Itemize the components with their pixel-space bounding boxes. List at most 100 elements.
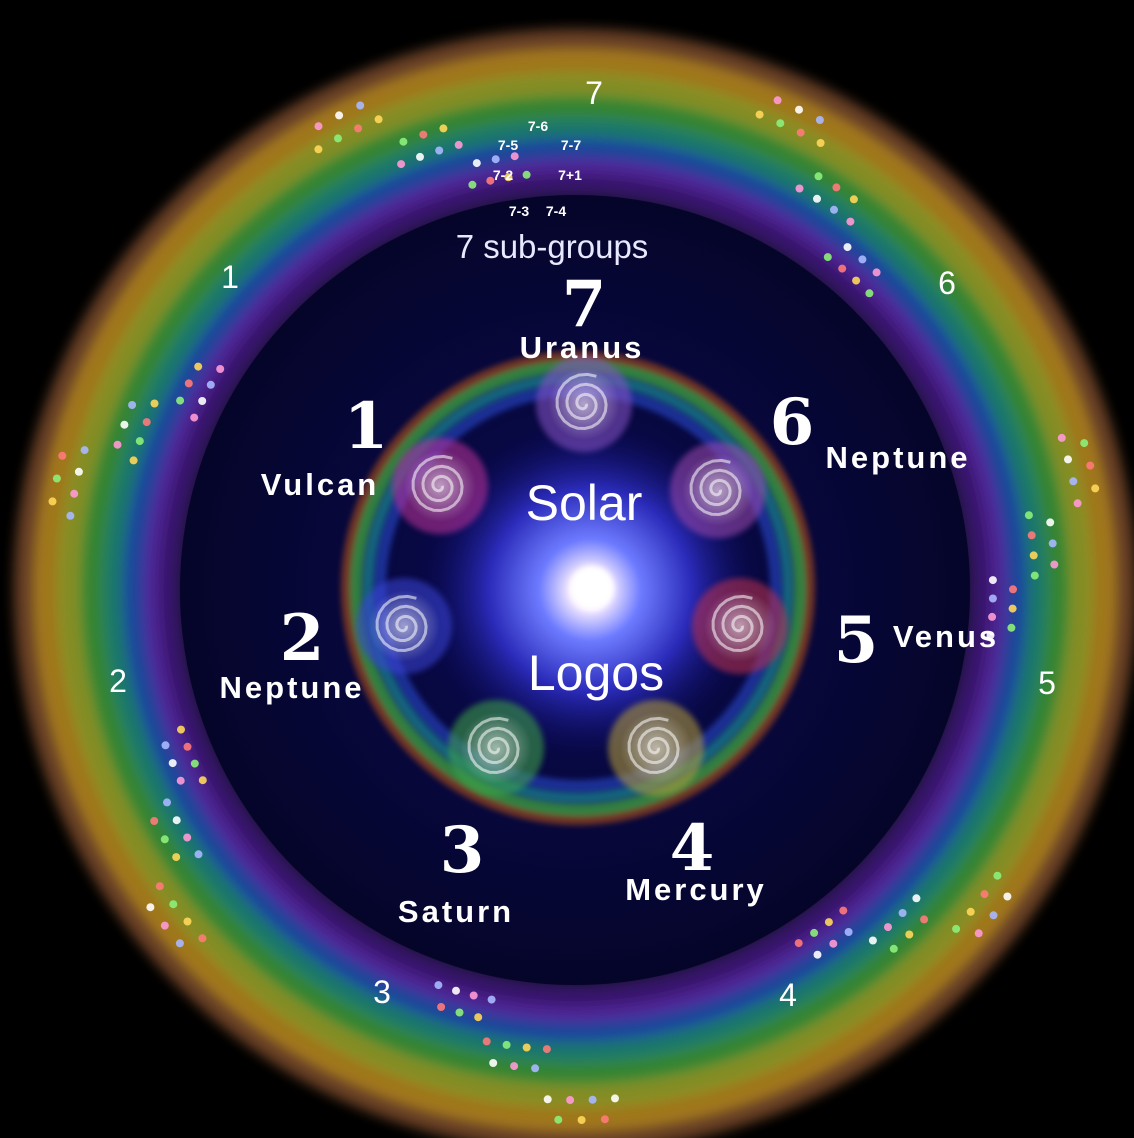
sub-group-dot xyxy=(1029,551,1038,560)
sub-group-dot xyxy=(980,890,989,899)
sub-group-dot xyxy=(216,365,225,373)
sub-group-dot xyxy=(80,446,89,455)
ray-spirals xyxy=(356,356,788,796)
sub-group-dot xyxy=(66,511,75,520)
sub-group-dot xyxy=(198,397,207,405)
sub-group-dot xyxy=(912,894,921,903)
sub-group-dot xyxy=(832,183,841,192)
sub-group-dot xyxy=(48,497,57,506)
ray-planet-1: Vulcan xyxy=(261,467,380,502)
central-star-icon xyxy=(570,566,614,610)
sub-group-dot xyxy=(455,1008,464,1017)
ray-number-5: 5 xyxy=(834,603,879,678)
sub-group-dot xyxy=(454,140,463,149)
sub-group-dot xyxy=(160,835,169,844)
sub-group-dot xyxy=(1003,892,1012,901)
rainbow-ring xyxy=(102,117,1048,1063)
sub-group-dot xyxy=(814,172,823,181)
sub-group-dot xyxy=(543,1095,552,1104)
outer-number-2: 2 xyxy=(109,663,127,699)
sub-group-dot-clusters xyxy=(48,96,1100,1124)
sub-group-dot xyxy=(849,195,858,204)
sub-group-dot xyxy=(160,921,169,930)
sub-group-dot xyxy=(487,995,496,1004)
center-label-logos: Logos xyxy=(528,645,664,701)
sub-group-dot xyxy=(502,1040,511,1049)
sub-group-dot xyxy=(439,124,448,133)
sub-group-dot xyxy=(129,456,138,465)
sub-group-dot xyxy=(356,101,365,110)
sub-group-dot xyxy=(491,155,500,164)
sub-group-dot xyxy=(905,930,914,939)
sub-group-dot xyxy=(190,413,199,422)
sub-group-dot xyxy=(510,152,519,161)
sub-group-code: 7-2 xyxy=(493,167,513,183)
sub-group-code: 7+1 xyxy=(558,167,582,183)
ray-planet-2: Neptune xyxy=(220,670,365,705)
sub-group-dot xyxy=(198,776,207,785)
sub-group-dot xyxy=(566,1096,575,1104)
rainbow-ring xyxy=(14,29,1134,1138)
sub-group-dot xyxy=(198,934,207,943)
sub-group-dot xyxy=(838,264,847,273)
sub-group-dot xyxy=(150,817,159,825)
sub-group-dot xyxy=(482,1037,491,1046)
sub-group-dot xyxy=(755,110,764,119)
sub-group-dot xyxy=(993,871,1002,880)
sub-group-dot xyxy=(898,909,907,917)
sub-group-dot xyxy=(172,816,181,825)
sub-group-dot xyxy=(176,776,185,785)
sub-group-dot xyxy=(823,253,832,262)
sub-group-dot xyxy=(829,939,838,948)
sub-group-dot xyxy=(816,139,825,147)
sub-group-code: 7-5 xyxy=(498,137,518,153)
sub-group-dot xyxy=(889,944,898,953)
sub-group-dot xyxy=(795,105,803,114)
sub-group-dot xyxy=(472,159,481,168)
ray-number-6: 6 xyxy=(770,385,815,460)
rainbow-ring xyxy=(142,157,1008,1023)
sub-group-dot xyxy=(128,401,137,409)
sub-group-dot xyxy=(776,119,785,128)
sub-group-dot xyxy=(142,418,151,427)
ray-spiral-icon xyxy=(608,700,704,796)
sub-group-dot xyxy=(206,380,215,389)
ray-number-1: 1 xyxy=(344,389,389,464)
sub-group-dot xyxy=(334,134,342,143)
outer-ring-numbers: 1 2 3 4 5 6 7 xyxy=(109,75,1056,1013)
sub-group-dot xyxy=(794,939,803,948)
outer-number-5: 5 xyxy=(1038,665,1056,701)
sub-group-dot xyxy=(146,903,155,912)
sub-group-dot xyxy=(1009,585,1017,594)
sub-group-dot xyxy=(577,1116,586,1124)
sub-group-dot xyxy=(868,936,877,945)
sub-group-dot xyxy=(989,911,998,920)
sub-group-dot xyxy=(843,243,852,252)
ray-number-2: 2 xyxy=(280,601,325,676)
ray-number-3: 3 xyxy=(440,813,485,888)
sub-group-dot xyxy=(168,759,177,768)
sub-group-dot xyxy=(419,130,428,139)
sub-group-dot xyxy=(314,145,323,154)
sub-group-dot xyxy=(600,1115,609,1124)
sub-group-dot xyxy=(988,576,997,585)
sub-group-dot xyxy=(813,950,822,959)
sub-group-dot xyxy=(830,205,838,214)
sub-group-dot xyxy=(452,986,460,995)
sub-group-dot xyxy=(1080,439,1089,448)
sub-group-dot xyxy=(183,742,192,751)
outer-number-1: 1 xyxy=(221,259,239,295)
sub-group-dot xyxy=(161,741,170,750)
sub-group-dot xyxy=(1069,477,1078,486)
sub-group-dot xyxy=(434,981,443,990)
sub-group-dot xyxy=(1007,623,1016,632)
sub-group-dot xyxy=(113,440,122,449)
sub-group-dot xyxy=(1091,484,1100,493)
ray-planet-4: Mercury xyxy=(625,872,767,907)
sub-group-dot xyxy=(542,1045,551,1054)
sub-group-dot xyxy=(554,1115,563,1124)
sub-group-dot xyxy=(489,1059,498,1067)
ray-planet-5: Venus xyxy=(893,619,999,654)
ray-labels: 1 Vulcan 2 Neptune 3 Saturn 4 Mercury 5 … xyxy=(220,267,999,929)
sub-groups-label: 7 sub-groups xyxy=(456,228,649,265)
